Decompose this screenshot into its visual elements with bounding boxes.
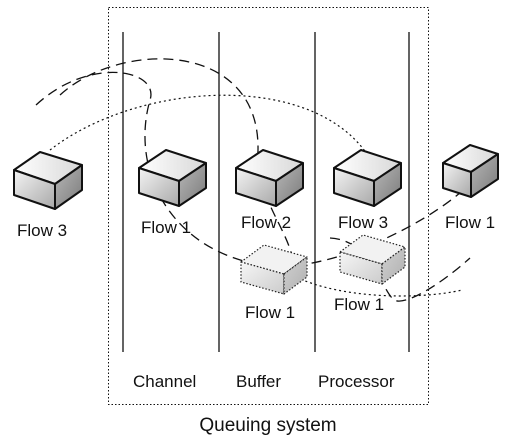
flow-label-processor-queued: Flow 1 (334, 295, 384, 314)
flow3-dotted-path (49, 94, 373, 163)
flow1-lower-dashed-path (329, 237, 471, 302)
system-boundary (108, 7, 429, 405)
ghost-packet-buffer (240, 244, 308, 295)
stage-label-processor: Processor (318, 372, 395, 391)
diagram-caption: Queuing system (199, 415, 336, 436)
stage-label-channel: Channel (133, 372, 196, 391)
packet-channel (138, 149, 207, 207)
flow-label-buffer-queued: Flow 1 (245, 303, 295, 322)
flow-label-right: Flow 1 (445, 213, 495, 232)
flow-label-channel: Flow 1 (141, 218, 191, 237)
packet-flow1-right (442, 144, 499, 198)
packet-flow3-left (13, 151, 83, 210)
ghost-packet-processor (339, 234, 406, 285)
packet-processor (333, 149, 402, 207)
flow-label-processor: Flow 3 (338, 213, 388, 232)
flow-label-left: Flow 3 (17, 221, 67, 240)
flow2-dashed-path (59, 58, 295, 267)
packet-buffer (235, 149, 304, 207)
stage-label-buffer: Buffer (236, 372, 281, 391)
flow-label-buffer: Flow 2 (241, 213, 291, 232)
